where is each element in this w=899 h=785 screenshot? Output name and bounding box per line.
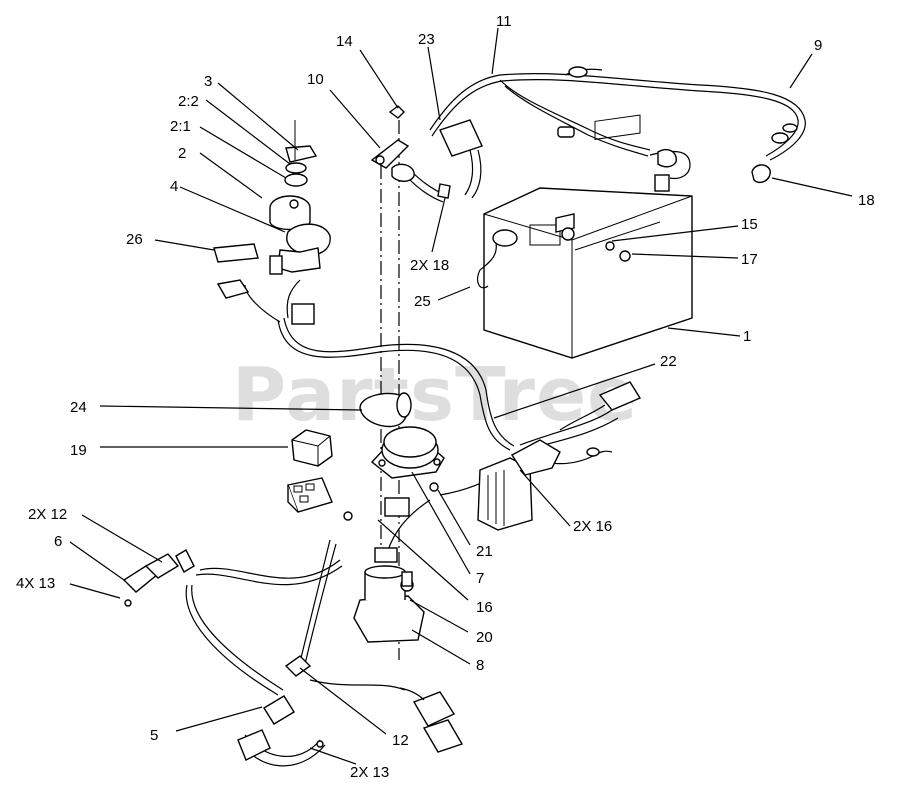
leader-lines [69, 27, 853, 765]
callout-9: 9 [814, 37, 822, 54]
connector-relay-base [287, 477, 333, 513]
battery-cables [407, 66, 806, 203]
callout-6: 6 [54, 533, 62, 550]
solenoid-8 [353, 565, 425, 643]
callout-26: 26 [126, 231, 143, 248]
callout-2x18: 2X 18 [410, 257, 449, 274]
callout-17: 17 [741, 251, 758, 268]
callout-2-2: 2:2 [178, 93, 199, 110]
callout-18: 18 [858, 192, 875, 209]
watermark: PartsTree [232, 352, 638, 438]
callout-5: 5 [150, 727, 158, 744]
callout-4: 4 [170, 178, 178, 195]
callout-24: 24 [70, 399, 87, 416]
screw-21 [429, 482, 439, 492]
bracket-10-14 [370, 105, 410, 169]
callout-15: 15 [741, 216, 758, 233]
connector-6 [122, 549, 195, 607]
connector-22 [559, 404, 613, 457]
callout-19: 19 [70, 442, 87, 459]
callout-8: 8 [476, 657, 484, 674]
callout-11: 11 [496, 13, 512, 30]
callout-7: 7 [476, 570, 484, 587]
callout-1: 1 [743, 328, 751, 345]
callout-12: 12 [392, 732, 409, 749]
callout-2x13: 2X 13 [350, 764, 389, 781]
callout-labels: 1 2 2:1 2:2 3 4 5 6 4X 13 2X 12 7 8 9 10… [16, 13, 875, 781]
switch-4 [269, 223, 331, 325]
callout-22: 22 [660, 353, 677, 370]
callout-2x16: 2X 16 [573, 518, 612, 535]
callout-2x12: 2X 12 [28, 506, 67, 523]
callout-2-1: 2:1 [170, 118, 191, 135]
fuse-26 [213, 243, 259, 299]
callout-2: 2 [178, 145, 186, 162]
callout-3: 3 [204, 73, 212, 90]
callout-25: 25 [414, 293, 431, 310]
battery [476, 114, 693, 359]
key-switch-parts [269, 120, 318, 231]
relay-19 [291, 429, 333, 467]
boot-24 [359, 392, 412, 428]
terminal-18 [751, 123, 798, 184]
callout-14: 14 [336, 33, 353, 50]
callout-16: 16 [476, 599, 493, 616]
callout-20: 20 [476, 629, 493, 646]
harness-plug [399, 687, 464, 753]
callout-21: 21 [476, 543, 493, 560]
connector-5-12 [237, 655, 324, 761]
buzzer-7 [370, 426, 445, 479]
fuse-23 [391, 119, 483, 199]
callout-4x13: 4X 13 [16, 575, 55, 592]
callout-10: 10 [307, 71, 324, 88]
fuse-holder [477, 381, 642, 531]
connector-16 [343, 497, 410, 563]
callout-23: 23 [418, 31, 435, 48]
